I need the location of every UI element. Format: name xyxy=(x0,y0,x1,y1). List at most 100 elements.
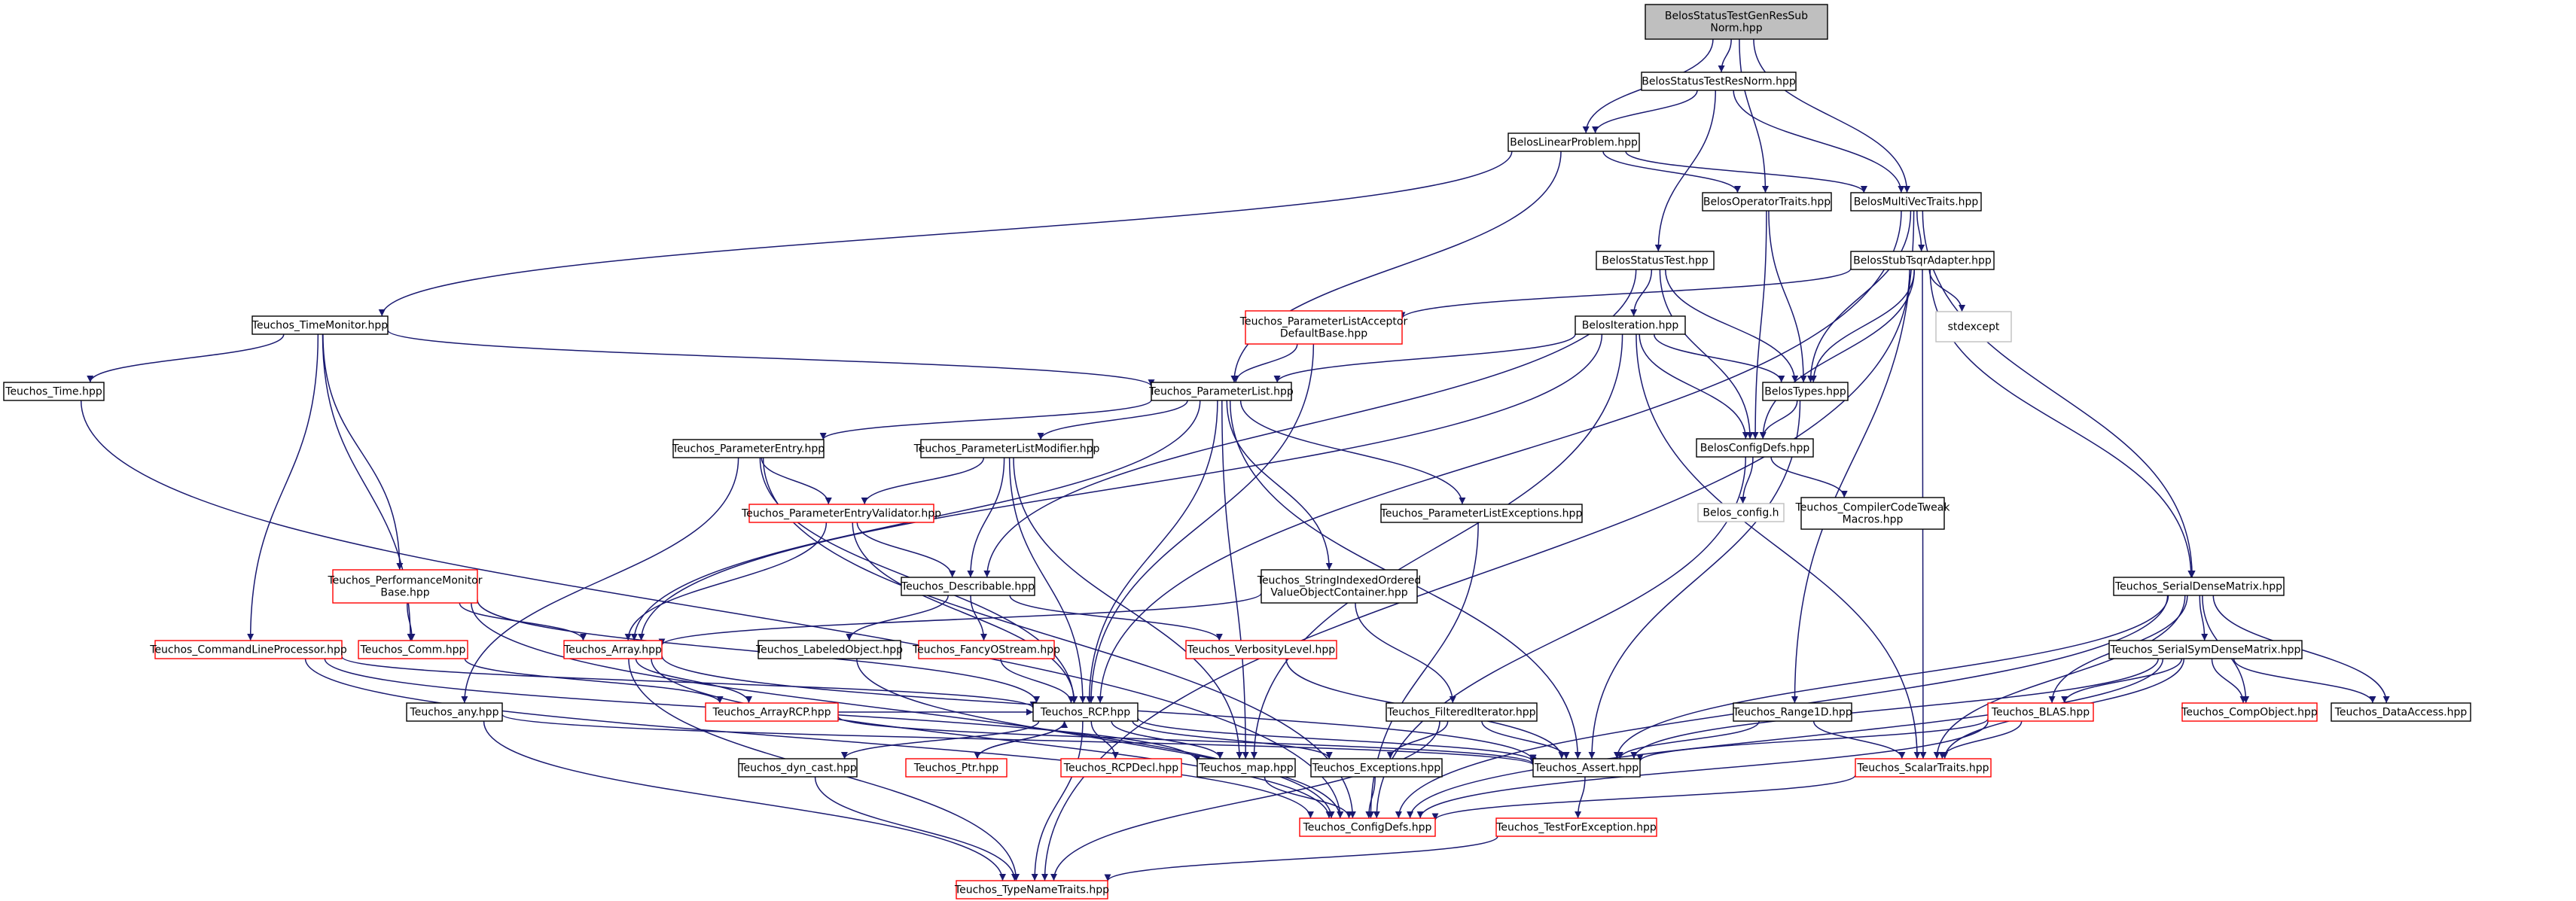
node-time[interactable]: Teuchos_Time.hpp xyxy=(3,382,105,401)
edge-scalar-to-tconfig xyxy=(1431,775,1856,820)
edge-line xyxy=(638,333,1603,641)
node-box xyxy=(1299,817,1436,837)
node-box xyxy=(920,439,1093,458)
node-exceptions[interactable]: Teuchos_Exceptions.hpp xyxy=(1310,758,1443,778)
node-timemon[interactable]: Teuchos_TimeMonitor.hpp xyxy=(252,315,389,335)
edge-describ-to-labeled xyxy=(846,595,949,641)
edge-line xyxy=(1355,602,1456,704)
edge-line xyxy=(1614,595,2169,759)
edge-line xyxy=(501,714,1537,766)
node-typename[interactable]: Teuchos_TypeNameTraits.hpp xyxy=(954,880,1109,899)
node-range1d[interactable]: Teuchos_Range1D.hpp xyxy=(1732,702,1852,722)
node-plexc[interactable]: Teuchos_ParameterListExceptions.hpp xyxy=(1380,504,1583,523)
edge-line xyxy=(761,457,832,505)
edge-cmdline-to-rcp xyxy=(341,656,1037,709)
node-comm[interactable]: Teuchos_Comm.hpp xyxy=(358,640,468,659)
edge-line xyxy=(464,658,724,704)
node-box xyxy=(1185,640,1337,659)
node-cmdline[interactable]: Teuchos_CommandLineProcessor.hpp xyxy=(149,640,347,659)
edge-rcp-to-exceptions xyxy=(1132,720,1333,759)
node-label: Teuchos_StringIndexedOrdered xyxy=(1257,574,1421,586)
node-box xyxy=(2108,640,2303,659)
node-fancy[interactable]: Teuchos_FancyOStream.hpp xyxy=(912,640,1060,659)
edge-line xyxy=(1407,658,2164,819)
node-testforexc[interactable]: Teuchos_TestForException.hpp xyxy=(1495,817,1657,837)
edge-linprob-to-optraits xyxy=(1602,151,1741,193)
edge-line xyxy=(852,522,1078,704)
node-assert[interactable]: Teuchos_Assert.hpp xyxy=(1532,758,1641,778)
node-box xyxy=(406,702,503,722)
edge-ssdm-to-assert xyxy=(1630,658,2159,759)
node-describ[interactable]: Teuchos_Describable.hpp xyxy=(901,577,1035,596)
node-box xyxy=(1645,4,1828,40)
node-btypes[interactable]: BelosTypes.hpp xyxy=(1762,382,1849,401)
edge-line xyxy=(1264,776,1353,819)
node-bconfig[interactable]: BelosConfigDefs.hpp xyxy=(1696,438,1814,458)
node-labeled[interactable]: Teuchos_LabeledObject.hpp xyxy=(755,640,903,659)
node-box xyxy=(2331,702,2471,722)
edge-line xyxy=(1086,400,1218,704)
node-box xyxy=(1935,311,2012,342)
edge-line xyxy=(1592,90,1698,134)
node-box xyxy=(1245,310,1403,345)
node-box xyxy=(1495,817,1657,837)
node-any[interactable]: Teuchos_any.hpp xyxy=(406,702,503,722)
node-tsqr[interactable]: BelosStubTsqrAdapter.hpp xyxy=(1850,251,1995,270)
edge-line xyxy=(1031,720,1084,881)
node-label: Teuchos_RCP.hpp xyxy=(1040,706,1130,718)
node-verbosity[interactable]: Teuchos_VerbosityLevel.hpp xyxy=(1185,640,1337,659)
node-strindexed[interactable]: Teuchos_StringIndexedOrderedValueObjectC… xyxy=(1257,569,1421,604)
edge-linprob-to-timemon xyxy=(378,151,1513,317)
node-linprob[interactable]: BelosLinearProblem.hpp xyxy=(1507,132,1640,152)
edge-line xyxy=(1630,658,2159,759)
edge-line xyxy=(1132,720,1333,759)
edge-line xyxy=(1373,456,1746,819)
node-iteration[interactable]: BelosIteration.hpp xyxy=(1575,315,1686,335)
edge-line xyxy=(1733,90,1905,193)
node-placcept[interactable]: Teuchos_ParameterListAcceptorDefaultBase… xyxy=(1239,310,1408,345)
node-optraits[interactable]: BelosOperatorTraits.hpp xyxy=(1702,192,1832,212)
node-box xyxy=(1762,382,1849,401)
node-blas[interactable]: Teuchos_BLAS.hpp xyxy=(1987,702,2094,722)
node-arrayrcp[interactable]: Teuchos_ArrayRCP.hpp xyxy=(705,702,839,722)
node-map[interactable]: Teuchos_map.hpp xyxy=(1197,758,1296,778)
node-dyncast[interactable]: Teuchos_dyn_cast.hpp xyxy=(738,758,858,778)
edge-line xyxy=(1718,38,1732,73)
node-box xyxy=(1855,758,1992,778)
node-scalar[interactable]: Teuchos_ScalarTraits.hpp xyxy=(1855,758,1992,778)
node-plmod[interactable]: Teuchos_ParameterListModifier.hpp xyxy=(913,439,1100,458)
node-ssdm[interactable]: Teuchos_SerialSymDenseMatrix.hpp xyxy=(2108,640,2303,659)
node-statustest[interactable]: BelosStatusTest.hpp xyxy=(1596,251,1715,270)
edge-line xyxy=(1636,333,1921,759)
node-filtered[interactable]: Teuchos_FilteredIterator.hpp xyxy=(1386,702,1538,722)
node-resnorm[interactable]: BelosStatusTestResNorm.hpp xyxy=(1641,72,1797,91)
node-plist[interactable]: Teuchos_ParameterList.hpp xyxy=(1148,382,1294,401)
edge-comm-to-arrayrcp xyxy=(464,658,724,704)
node-label: Teuchos_CompilerCodeTweak xyxy=(1795,501,1951,513)
edge-filtered-to-assert xyxy=(1481,720,1570,759)
node-mvtraits[interactable]: BelosMultiVecTraits.hpp xyxy=(1850,192,1982,212)
node-array[interactable]: Teuchos_Array.hpp xyxy=(563,640,663,659)
node-compobj[interactable]: Teuchos_CompObject.hpp xyxy=(2181,702,2318,722)
node-pev[interactable]: Teuchos_ParameterEntryValidator.hpp xyxy=(741,504,941,523)
node-label: Teuchos_SerialSymDenseMatrix.hpp xyxy=(2110,644,2301,656)
node-label: stdexcept xyxy=(1948,321,2000,333)
node-rcp[interactable]: Teuchos_RCP.hpp xyxy=(1032,702,1139,722)
node-tconfig[interactable]: Teuchos_ConfigDefs.hpp xyxy=(1299,817,1436,837)
node-box xyxy=(901,577,1035,596)
node-sdm[interactable]: Teuchos_SerialDenseMatrix.hpp xyxy=(2113,577,2285,596)
edge-resnorm-to-statustest xyxy=(1654,90,1716,252)
node-pentry[interactable]: Teuchos_ParameterEntry.hpp xyxy=(672,439,825,458)
node-dataacc[interactable]: Teuchos_DataAccess.hpp xyxy=(2331,702,2471,722)
node-label: Teuchos_Range1D.hpp xyxy=(1732,706,1852,718)
node-ptr[interactable]: Teuchos_Ptr.hpp xyxy=(905,758,1008,778)
node-rcpdecl[interactable]: Teuchos_RCPDecl.hpp xyxy=(1060,758,1182,778)
edge-line xyxy=(1037,400,1188,440)
edge-optraits-to-btypes xyxy=(1768,210,1807,383)
edge-line xyxy=(1230,151,1562,383)
edge-line xyxy=(87,333,285,383)
node-box xyxy=(738,758,858,778)
